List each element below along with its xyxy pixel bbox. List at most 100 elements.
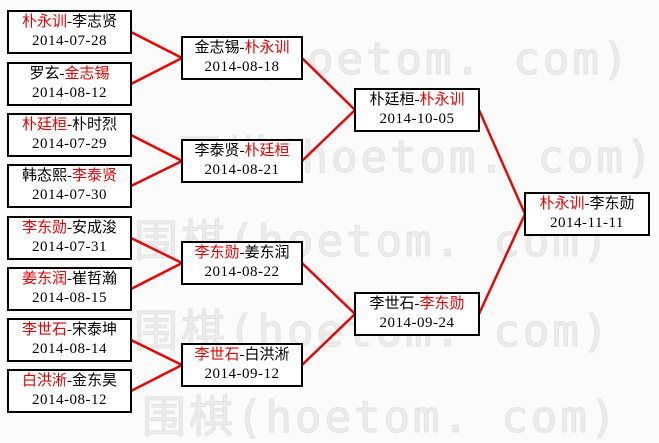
player-name: 崔哲瀚 — [72, 271, 118, 287]
connector-line — [130, 159, 183, 188]
connector-line — [130, 133, 183, 163]
player-name: 李泰贤 — [194, 143, 240, 159]
player-separator: - — [67, 322, 72, 338]
connector-line — [130, 261, 183, 291]
match-players: 朴永训-李东勋 — [539, 195, 634, 214]
connector-line — [301, 262, 356, 315]
player-name: 李世石 — [369, 296, 415, 312]
player-separator: - — [59, 66, 65, 82]
match-players: 李东勋-安成浚 — [22, 219, 117, 238]
player-separator: - — [67, 117, 72, 133]
player-separator: - — [67, 373, 72, 389]
match-date: 2014-11-11 — [550, 215, 624, 231]
match-date: 2014-08-18 — [204, 59, 280, 75]
connector-line — [477, 213, 527, 315]
connector-line — [301, 57, 356, 111]
match-players: 朴永训-李志贤 — [22, 13, 117, 32]
player-name: 李世石 — [21, 322, 67, 338]
connector-lines — [130, 30, 527, 393]
player-separator: - — [584, 196, 590, 212]
player-separator: - — [67, 271, 72, 287]
player-name: 金志锡 — [64, 66, 110, 82]
player-name: 李泰贤 — [72, 168, 118, 184]
tournament-bracket: (hoetom. com)围棋(hoetom. com)围棋(hoetom. c… — [7, 10, 653, 440]
match-players: 罗玄-金志锡 — [29, 65, 109, 84]
player-name: 姜东润 — [21, 271, 67, 287]
player-separator: - — [414, 92, 420, 108]
connector-line — [130, 236, 183, 265]
match-players: 李东勋-姜东润 — [194, 244, 289, 263]
player-separator: - — [67, 14, 72, 30]
match-players: 朴廷桓-朴时烈 — [22, 116, 117, 135]
connector-line — [130, 363, 183, 393]
player-name: 李东勋 — [419, 296, 465, 312]
match-players: 韩态熙-李泰贤 — [22, 167, 117, 186]
match-date: 2014-10-05 — [379, 111, 455, 127]
match-date: 2014-09-12 — [204, 366, 280, 382]
match-date: 2014-09-24 — [379, 315, 455, 331]
player-separator: - — [67, 168, 72, 184]
match-date: 2014-08-12 — [32, 392, 107, 408]
player-name: 朴廷桓 — [244, 143, 290, 159]
player-name: 金东昊 — [72, 373, 118, 389]
match-date: 2014-07-31 — [32, 239, 107, 255]
player-name: 李东勋 — [589, 196, 635, 212]
match-players: 李世石-李东勋 — [369, 295, 464, 314]
match-date: 2014-08-14 — [32, 341, 107, 357]
player-name: 白洪淅 — [21, 373, 67, 389]
match-players: 姜东润-崔哲瀚 — [22, 270, 117, 289]
player-name: 朴永训 — [539, 196, 585, 212]
player-name: 朴时烈 — [72, 117, 118, 133]
player-name: 李东勋 — [21, 220, 67, 236]
player-name: 韩态熙 — [21, 168, 67, 184]
player-name: 朴永训 — [419, 92, 465, 108]
player-name: 宋泰坤 — [72, 322, 118, 338]
match-date: 2014-08-21 — [204, 162, 280, 178]
match-players: 李世石-宋泰坤 — [22, 321, 117, 340]
player-separator: - — [414, 296, 420, 312]
match-date: 2014-07-30 — [32, 187, 107, 203]
connector-line — [130, 56, 183, 86]
player-name: 李世石 — [194, 347, 240, 363]
player-name: 罗玄 — [29, 66, 60, 82]
connector-line — [301, 109, 356, 162]
player-name: 朴永训 — [244, 40, 290, 56]
player-name: 朴廷桓 — [21, 117, 67, 133]
player-name: 金志锡 — [194, 40, 240, 56]
match-date: 2014-07-29 — [32, 136, 107, 152]
player-name: 白洪淅 — [244, 347, 290, 363]
player-name: 李东勋 — [194, 245, 240, 261]
player-name: 姜东润 — [244, 245, 290, 261]
match-players: 金志锡-朴永训 — [194, 39, 289, 58]
connector-line — [301, 313, 356, 366]
connector-line — [130, 338, 183, 367]
match-date: 2014-08-15 — [32, 290, 107, 306]
player-name: 李志贤 — [72, 14, 118, 30]
match-players: 李世石-白洪淅 — [194, 346, 289, 365]
match-players: 李泰贤-朴廷桓 — [194, 142, 289, 161]
match-box-semifinals-1: 朴廷桓-朴永训 2014-10-05 — [354, 88, 480, 132]
match-date: 2014-08-12 — [32, 85, 107, 101]
player-name: 朴廷桓 — [369, 92, 415, 108]
match-players: 白洪淅-金东昊 — [22, 372, 117, 391]
connector-line — [130, 30, 183, 60]
player-separator: - — [239, 40, 245, 56]
player-name: 安成浚 — [72, 220, 118, 236]
player-name: 朴永训 — [21, 14, 67, 30]
match-date: 2014-07-28 — [32, 33, 107, 49]
player-separator: - — [67, 220, 72, 236]
player-separator: - — [239, 143, 245, 159]
connector-line — [477, 109, 527, 215]
